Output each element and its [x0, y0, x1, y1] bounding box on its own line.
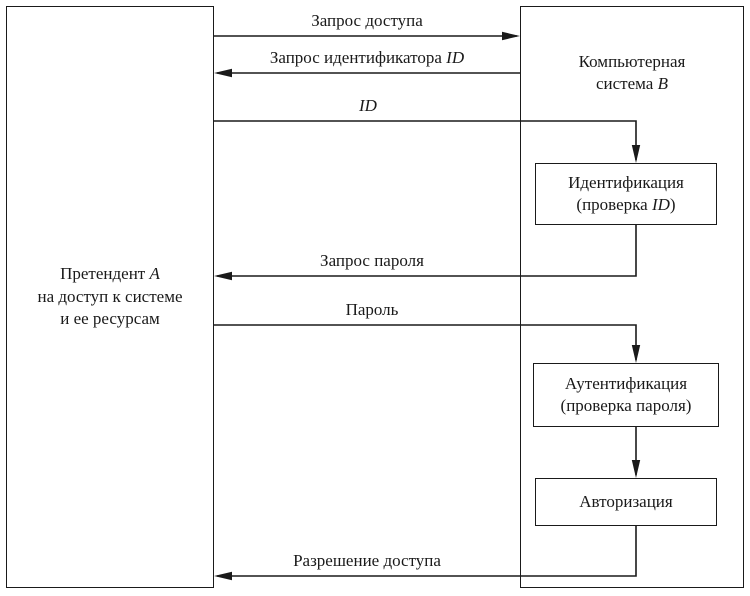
identification-line1: Идентификация — [568, 172, 684, 192]
system-box-label: Компьютерная система B — [579, 51, 686, 96]
claimant-line3: и ее ресурсам — [60, 309, 160, 329]
password-request-arrowhead — [214, 271, 232, 281]
authentication-box-label: Аутентификация (проверка пароля) — [561, 373, 692, 418]
identification-box-label: Идентификация (проверка ID) — [568, 172, 684, 217]
access-request-label: Запрос доступа — [311, 11, 423, 30]
id-request-arrowhead — [214, 68, 232, 78]
claimant-box-label: Претендент A на доступ к системе и ее ре… — [37, 263, 182, 330]
identification-line2-pre: (проверка — [576, 195, 648, 214]
access-request-arrowhead — [502, 31, 520, 41]
system-var-b: B — [657, 74, 668, 94]
authentication-line1: Аутентификация — [564, 373, 688, 393]
id-request-label: Запрос идентификатора ID — [270, 48, 464, 68]
claimant-line2: на доступ к системе — [37, 286, 183, 306]
id-label: ID — [359, 96, 377, 115]
identification-var-id: ID — [651, 195, 670, 214]
authentication-box: Аутентификация (проверка пароля) — [533, 363, 719, 427]
identification-line2-post: ) — [669, 195, 676, 214]
claimant-box: Претендент A на доступ к системе и ее ре… — [6, 6, 214, 588]
system-line2: система B — [579, 73, 686, 95]
identification-line2: (проверка ID) — [568, 194, 684, 216]
claimant-var-a: A — [149, 264, 160, 284]
access-grant-arrowhead — [214, 571, 232, 581]
authentication-line2: (проверка пароля) — [560, 396, 692, 415]
password-label: Пароль — [345, 300, 399, 319]
system-line1: Компьютерная — [578, 52, 686, 71]
access-grant-label: Разрешение доступа — [293, 551, 441, 570]
id-request-var-id: ID — [446, 48, 465, 67]
system-line2-text: система — [595, 74, 654, 94]
id-request-label-text: Запрос идентификатора — [269, 48, 442, 67]
password-request-label: Запрос пароля — [320, 251, 424, 270]
authorization-box: Авторизация — [535, 478, 717, 526]
claimant-line1-text: Претендент — [60, 264, 146, 284]
claimant-line1: Претендент A — [37, 263, 182, 285]
identification-box: Идентификация (проверка ID) — [535, 163, 717, 225]
authorization-box-label: Авторизация — [579, 491, 673, 511]
